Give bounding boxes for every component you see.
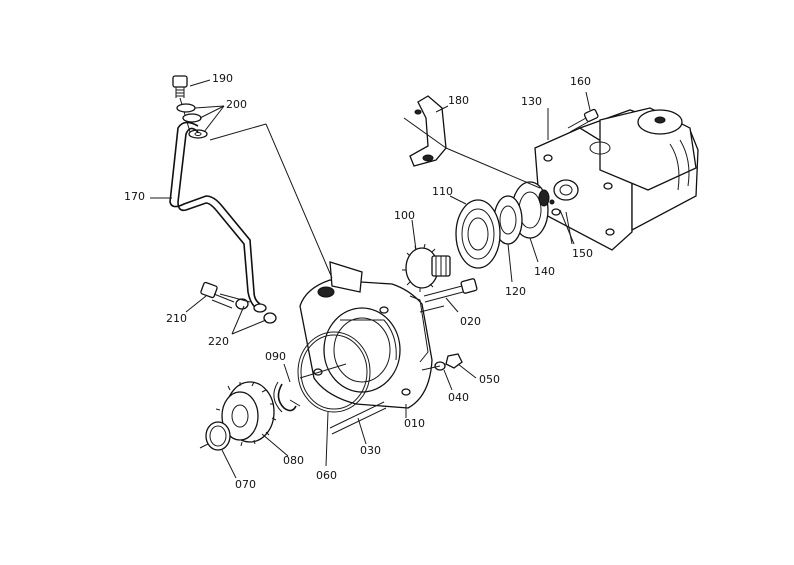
label-050: 050: [479, 373, 500, 386]
label-010: 010: [404, 417, 425, 430]
label-060: 060: [316, 469, 337, 482]
part-220-washers: [235, 298, 277, 324]
part-090-snap-ring: [273, 381, 297, 413]
part-150-key: [549, 199, 575, 245]
part-010-housing: [299, 261, 433, 409]
label-220: 220: [208, 335, 229, 348]
label-150: 150: [572, 247, 593, 260]
label-170: 170: [124, 190, 145, 203]
label-030: 030: [360, 444, 381, 457]
label-210: 210: [166, 312, 187, 325]
part-060-o-ring: [297, 331, 371, 413]
part-020-bolt: [423, 278, 478, 303]
label-120: 120: [505, 285, 526, 298]
assembly-lines: [199, 117, 541, 449]
part-130-motor: [534, 107, 699, 251]
label-110: 110: [432, 185, 453, 198]
label-090: 090: [265, 350, 286, 363]
label-040: 040: [448, 391, 469, 404]
part-170-pipe: [169, 121, 267, 313]
label-020: 020: [460, 315, 481, 328]
label-160: 160: [570, 75, 591, 88]
part-100-pinion: [402, 243, 451, 292]
label-100: 100: [394, 209, 415, 222]
label-140: 140: [534, 265, 555, 278]
part-210-bolt: [200, 281, 235, 309]
label-130: 130: [521, 95, 542, 108]
label-190: 190: [212, 72, 233, 85]
label-080: 080: [283, 454, 304, 467]
leader-lines: [150, 79, 591, 479]
part-070-ring: [205, 421, 231, 451]
part-110-bearing: [455, 199, 501, 269]
part-160-screw: [567, 108, 599, 133]
part-050-nut: [445, 353, 463, 369]
label-200: 200: [226, 98, 247, 111]
part-200-washers: [176, 103, 208, 139]
part-080-gear: [215, 381, 277, 447]
label-180: 180: [448, 94, 469, 107]
label-070: 070: [235, 478, 256, 491]
part-180-bracket: [409, 95, 447, 167]
